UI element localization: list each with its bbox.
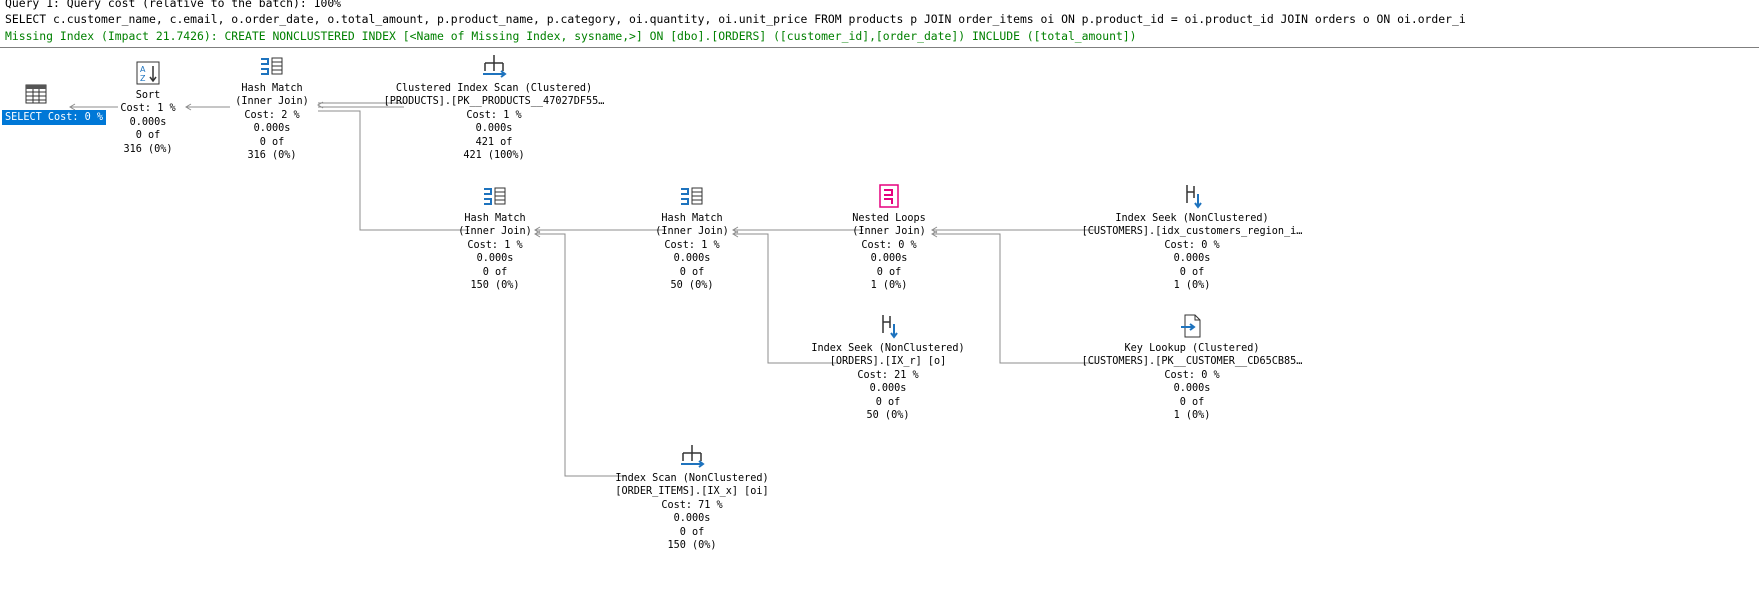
- operator-detail: Cost: 0 %: [47, 112, 104, 123]
- operator-detail: 1 (0%): [1173, 280, 1211, 292]
- operator-detail: 0 of: [875, 396, 901, 408]
- operator-detail: 0.000s: [673, 253, 711, 265]
- operator-detail: [CUSTOMERS].[PK__CUSTOMER__CD65CB85…: [1081, 356, 1303, 368]
- hash-match-icon: [258, 52, 286, 80]
- operator-detail: (Inner Join): [655, 226, 729, 238]
- operator-detail: [PRODUCTS].[PK__PRODUCTS__47027DF55…: [383, 96, 605, 108]
- operator-detail: 421 of: [475, 136, 513, 148]
- operator-detail: 0.000s: [673, 513, 711, 525]
- operator-detail: 150 (0%): [470, 280, 520, 292]
- operator-name: Nested Loops: [852, 213, 926, 224]
- operator-name: Index Seek (NonClustered): [811, 343, 965, 354]
- operator-detail: 0.000s: [129, 116, 167, 128]
- operator-name: Sort: [135, 90, 161, 101]
- sql-text-line: SELECT c.customer_name, c.email, o.order…: [5, 12, 1466, 26]
- plan-node-index-seek-orders[interactable]: Index Seek (NonClustered) [ORDERS].[IX_r]…: [788, 312, 988, 422]
- operator-detail: 0 of: [135, 130, 161, 142]
- operator-detail: 0 of: [259, 136, 285, 148]
- operator-detail: 50 (0%): [670, 280, 714, 292]
- plan-node-index-seek-customers[interactable]: Index Seek (NonClustered) [CUSTOMERS].[id…: [1072, 182, 1312, 292]
- operator-detail: 0.000s: [869, 383, 907, 395]
- operator-detail: 421 (100%): [463, 150, 525, 162]
- operator-detail: 316 (0%): [247, 150, 297, 162]
- operator-detail: [ORDER_ITEMS].[IX_x] [oi]: [615, 486, 769, 498]
- operator-detail: (Inner Join): [458, 226, 532, 238]
- operator-detail: 0.000s: [476, 253, 514, 265]
- key-lookup-icon: [1178, 312, 1206, 340]
- svg-text:Z: Z: [140, 74, 146, 83]
- nested-loops-icon: [875, 182, 903, 210]
- operator-name: Index Seek (NonClustered): [1115, 213, 1269, 224]
- header-separator: [0, 47, 1759, 48]
- operator-detail: 316 (0%): [123, 143, 173, 155]
- operator-name: Key Lookup (Clustered): [1124, 343, 1260, 354]
- plan-node-clustered-index-scan[interactable]: Clustered Index Scan (Clustered) [PRODUCT…: [374, 52, 614, 162]
- hash-match-icon: [481, 182, 509, 210]
- operator-detail: Cost: 1 %: [664, 239, 720, 251]
- operator-detail: Cost: 1 %: [120, 103, 176, 115]
- operator-detail: 0 of: [1179, 266, 1205, 278]
- operator-detail: 0.000s: [253, 123, 291, 135]
- operator-detail: Cost: 1 %: [466, 109, 522, 121]
- operator-detail: Cost: 21 %: [857, 369, 919, 381]
- operator-detail: 0 of: [876, 266, 902, 278]
- operator-detail: [ORDERS].[IX_r] [o]: [829, 356, 947, 368]
- operator-name: Hash Match: [661, 213, 723, 224]
- plan-connector: [535, 233, 626, 477]
- operator-detail: Cost: 0 %: [1164, 239, 1220, 251]
- operator-detail: 0.000s: [870, 253, 908, 265]
- operator-detail: 1 (0%): [1173, 410, 1211, 422]
- index-seek-icon: [874, 312, 902, 340]
- missing-index-hint[interactable]: Missing Index (Impact 21.7426): CREATE N…: [5, 29, 1137, 43]
- operator-detail: 0.000s: [1173, 383, 1211, 395]
- table-icon: [22, 80, 50, 108]
- operator-name: Index Scan (NonClustered): [615, 473, 769, 484]
- operator-detail: 0.000s: [1173, 253, 1211, 265]
- operator-detail: [CUSTOMERS].[idx_customers_region_i…: [1081, 226, 1303, 238]
- operator-detail: (Inner Join): [235, 96, 309, 108]
- operator-detail: Cost: 2 %: [244, 109, 300, 121]
- operator-detail: 0 of: [482, 266, 508, 278]
- index-scan-icon: [678, 442, 706, 470]
- hash-match-icon: [678, 182, 706, 210]
- operator-name: SELECT: [5, 112, 42, 123]
- svg-text:A: A: [140, 65, 146, 74]
- operator-name: Clustered Index Scan (Clustered): [395, 83, 593, 94]
- plan-node-index-scan[interactable]: Index Scan (NonClustered) [ORDER_ITEMS].[…: [592, 442, 792, 552]
- query-cost-line: Query 1: Query cost (relative to the bat…: [5, 0, 342, 10]
- clustered-index-scan-icon: [480, 52, 508, 80]
- plan-node-key-lookup[interactable]: Key Lookup (Clustered) [CUSTOMERS].[PK__C…: [1072, 312, 1312, 422]
- plan-node-select[interactable]: SELECT Cost: 0 %: [2, 80, 107, 126]
- operator-detail: Cost: 0 %: [861, 239, 917, 251]
- operator-detail: 50 (0%): [866, 410, 910, 422]
- operator-detail: Cost: 1 %: [467, 239, 523, 251]
- operator-detail: 0.000s: [475, 123, 513, 135]
- operator-detail: 0 of: [679, 526, 705, 538]
- operator-detail: 0 of: [1179, 396, 1205, 408]
- operator-detail: (Inner Join): [852, 226, 926, 238]
- operator-detail: Cost: 0 %: [1164, 369, 1220, 381]
- operator-detail: 1 (0%): [870, 280, 908, 292]
- operator-detail: 150 (0%): [667, 540, 717, 552]
- operator-detail: 0 of: [679, 266, 705, 278]
- operator-name: Hash Match: [241, 83, 303, 94]
- operator-detail: Cost: 71 %: [661, 499, 723, 511]
- operator-name: Hash Match: [464, 213, 526, 224]
- index-seek-icon: [1178, 182, 1206, 210]
